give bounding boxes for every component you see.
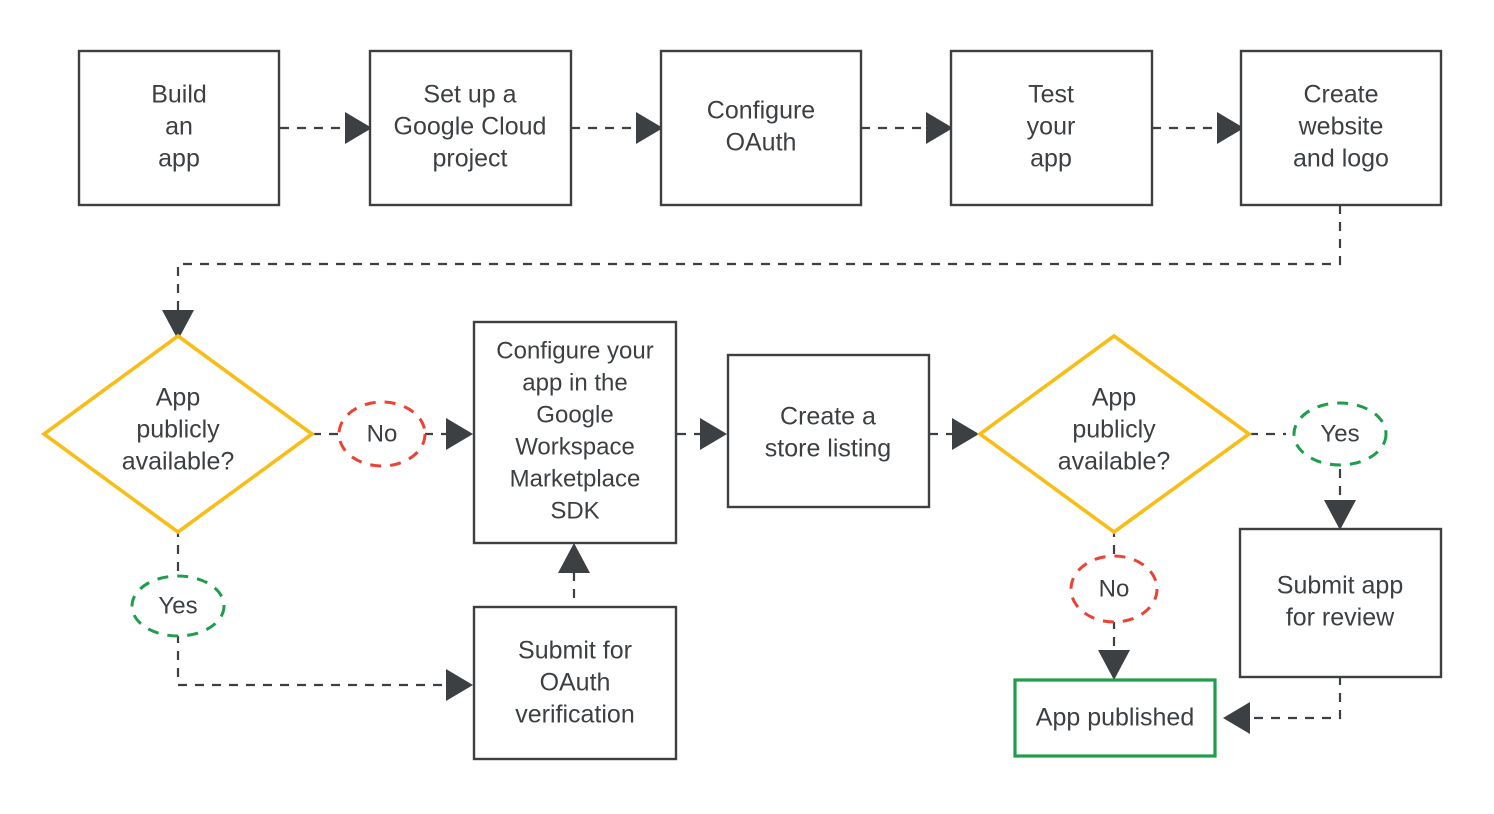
edge-label-decision-two-yes: Yes [1292, 401, 1388, 467]
edge-website-to-decision-one [162, 205, 1342, 340]
edge-decision-two-yes [1249, 432, 1356, 530]
node-sdk-line-1: Configure your [496, 337, 653, 364]
node-build-an-app-line-3: app [158, 145, 200, 173]
node-sdk-line-5: Marketplace [510, 465, 641, 492]
edge-decision-one-no [312, 418, 473, 450]
node-decision-one-line-3: available? [122, 448, 235, 476]
node-sdk-line-3: Google [536, 401, 613, 428]
node-build-an-app-line-1: Build [151, 81, 207, 109]
edge-label-yes-1-text: Yes [158, 592, 197, 619]
node-create-store-listing[interactable]: Create a store listing [726, 353, 931, 509]
edge-label-decision-one-no: No [337, 400, 427, 468]
node-decision-app-publicly-available-1[interactable]: App publicly available? [40, 333, 316, 535]
edge-oauth-to-test [861, 112, 953, 144]
node-store-listing-line-2: store listing [765, 435, 891, 463]
node-website-logo-line-3: and logo [1293, 145, 1389, 173]
node-oauth-verification-line-3: verification [515, 701, 635, 729]
node-configure-app-marketplace-sdk[interactable]: Configure your app in the Google Workspa… [472, 320, 678, 545]
node-website-logo-line-2: website [1298, 113, 1384, 141]
node-configure-oauth[interactable]: Configure OAuth [659, 49, 863, 207]
edge-label-no-1-text: No [367, 420, 398, 447]
edge-store-listing-to-decision-two [929, 418, 979, 450]
node-test-your-app[interactable]: Test your app [949, 49, 1154, 207]
node-test-your-app-line-2: your [1027, 113, 1076, 141]
node-sdk-line-4: Workspace [515, 433, 635, 460]
node-submit-review-line-1: Submit app [1277, 572, 1403, 600]
edge-decision-one-yes [176, 528, 473, 701]
edge-label-no-2-text: No [1099, 575, 1130, 602]
node-submit-oauth-verification[interactable]: Submit for OAuth verification [472, 605, 678, 761]
node-test-your-app-line-3: app [1030, 145, 1072, 173]
edge-test-to-website [1152, 112, 1244, 144]
node-test-your-app-line-1: Test [1028, 81, 1074, 109]
node-website-logo-line-1: Create [1303, 81, 1378, 109]
node-sdk-line-6: SDK [550, 497, 599, 524]
node-gcp-project-line-2: Google Cloud [394, 113, 547, 141]
node-decision-two-line-3: available? [1058, 448, 1171, 476]
node-store-listing-line-1: Create a [780, 403, 876, 431]
edge-label-yes-2-text: Yes [1320, 420, 1359, 447]
node-create-website-and-logo[interactable]: Create website and logo [1239, 49, 1443, 207]
edge-gcp-to-oauth [571, 112, 663, 144]
node-oauth-verification-line-2: OAuth [540, 669, 611, 697]
node-build-an-app[interactable]: Build an app [77, 49, 281, 207]
edge-oauth-verification-to-sdk [558, 543, 590, 632]
node-set-up-google-cloud-project[interactable]: Set up a Google Cloud project [368, 49, 573, 207]
node-decision-one-line-2: publicly [136, 416, 220, 444]
node-app-published-label: App published [1036, 704, 1194, 732]
node-decision-two-line-1: App [1092, 384, 1136, 412]
node-configure-oauth-line-2: OAuth [726, 129, 797, 157]
node-configure-oauth-line-1: Configure [707, 97, 815, 125]
edge-submit-review-to-published [1223, 676, 1342, 734]
node-submit-review-line-2: for review [1286, 604, 1395, 632]
edge-label-decision-one-yes: Yes [130, 574, 226, 638]
node-gcp-project-line-1: Set up a [423, 81, 516, 109]
node-build-an-app-line-2: an [165, 113, 193, 141]
edge-sdk-to-store-listing [677, 418, 727, 450]
node-decision-two-line-2: publicly [1072, 416, 1156, 444]
edge-label-decision-two-no: No [1069, 554, 1159, 624]
edge-build-to-gcp [280, 112, 372, 144]
node-decision-one-line-1: App [156, 384, 200, 412]
node-sdk-line-2: app in the [522, 369, 627, 396]
node-decision-app-publicly-available-2[interactable]: App publicly available? [976, 333, 1253, 535]
node-app-published[interactable]: App published [1013, 678, 1217, 758]
node-oauth-verification-line-1: Submit for [518, 637, 632, 665]
node-gcp-project-line-3: project [432, 145, 507, 173]
node-submit-app-for-review[interactable]: Submit app for review [1238, 527, 1443, 679]
